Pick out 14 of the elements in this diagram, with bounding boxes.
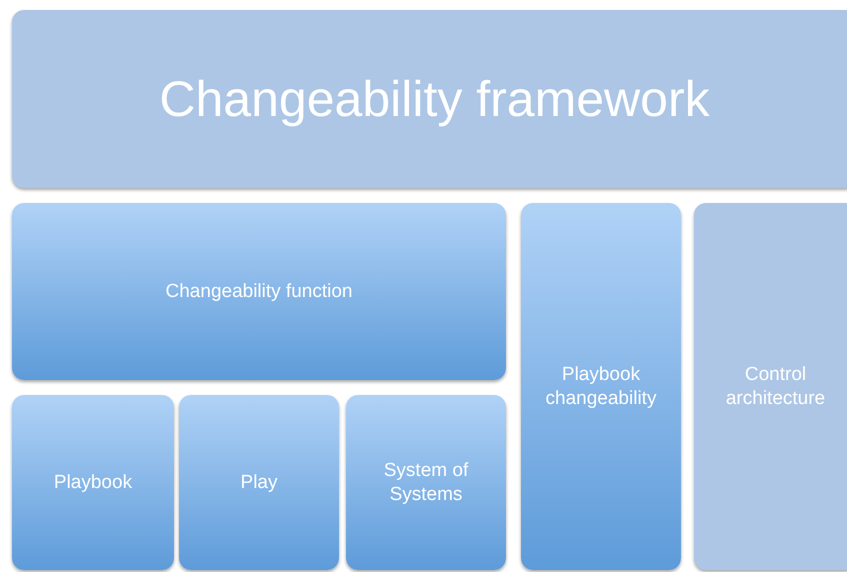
column-box — [694, 203, 847, 570]
component-box — [346, 395, 506, 570]
box-label: Control architecture — [724, 362, 826, 410]
box-label: Playbook — [54, 470, 132, 494]
column-box — [521, 203, 681, 570]
box-label: Changeability function — [166, 280, 352, 304]
title-banner — [12, 10, 847, 188]
box-label: Playbook changeability — [544, 362, 658, 410]
component-box — [179, 395, 339, 570]
box-label: System of Systems — [382, 458, 470, 506]
box-label: Changeability framework — [159, 70, 710, 129]
component-box — [12, 395, 174, 570]
box-label: Play — [240, 470, 278, 494]
function-box — [12, 203, 506, 380]
